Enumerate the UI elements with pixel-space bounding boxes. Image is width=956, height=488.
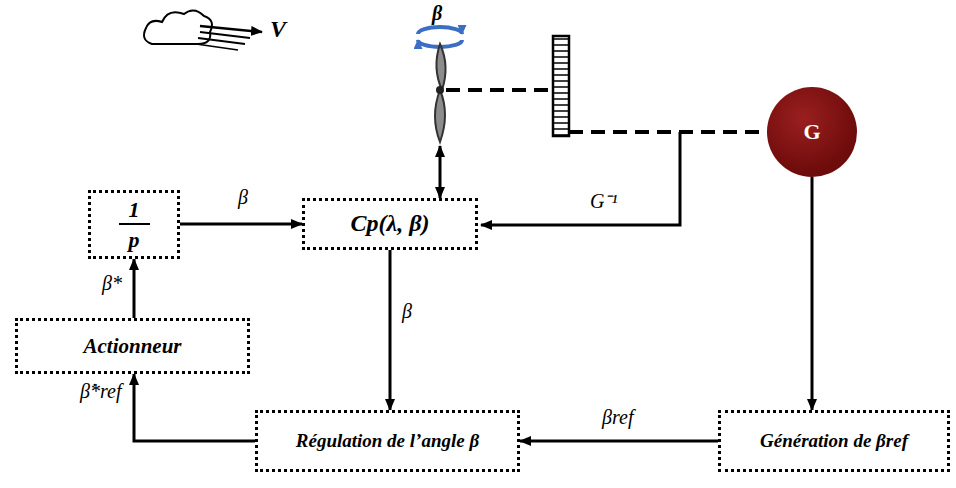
box-text: Régulation de l’angle β [296, 430, 479, 452]
box-text: Cp(λ, β) [351, 210, 430, 238]
blade-cp-link [439, 146, 442, 198]
wind-cloud [144, 10, 262, 50]
arrow-connector [180, 223, 302, 226]
pitch-angle-label: β [430, 2, 444, 24]
speed-signal-label: G⁻¹ [588, 190, 619, 212]
reference-generation-box: Génération de βref [718, 410, 950, 472]
integrator-box: 1p [88, 190, 180, 259]
box-text: Génération de βref [760, 430, 908, 452]
high-speed-shaft [569, 130, 767, 134]
box-text: p [119, 223, 150, 252]
signal-label: β* [100, 272, 124, 294]
signal-label: β [236, 186, 250, 208]
low-speed-shaft [446, 88, 553, 92]
box-text: Actionneur [83, 334, 181, 358]
generator-circle: G [767, 87, 857, 177]
box-text: G [803, 119, 820, 144]
arrow-connector [520, 440, 718, 443]
wind-speed-label: V [268, 16, 288, 42]
signal-label: β [400, 300, 414, 322]
power-coefficient-box: Cp(λ, β) [302, 198, 478, 250]
rotor-blades [435, 44, 446, 142]
signal-label: βref [600, 406, 635, 428]
speed-feedback-line [481, 132, 680, 225]
actuator-box: Actionneur [15, 318, 250, 374]
arrow-connector [811, 177, 814, 410]
arrow-connector [134, 374, 255, 441]
arrow-connector [133, 259, 136, 318]
arrow-connector [389, 250, 392, 410]
box-text: 1 [129, 197, 140, 222]
pitch-control-box: Régulation de l’angle β [255, 410, 520, 472]
signal-label: β̇*ref [78, 380, 123, 402]
gearbox [553, 36, 569, 136]
